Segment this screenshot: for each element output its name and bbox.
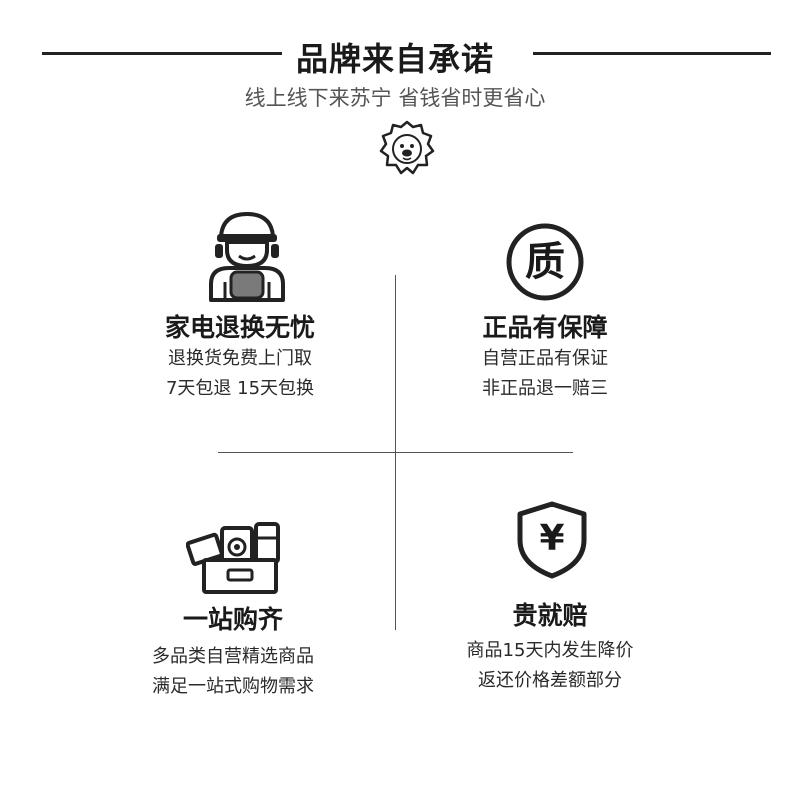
feature-genuine: 正品有保障 自营正品有保证 非正品退一赔三 — [405, 312, 685, 404]
feature-line: 返还价格差额部分 — [478, 670, 622, 691]
page-title: 品牌来自承诺 — [295, 40, 494, 78]
header-line-left — [42, 52, 282, 55]
feature-title: 家电退换无忧 — [164, 313, 315, 342]
feature-line: 商品15天内发生降价 — [466, 640, 634, 661]
feature-line: 自营正品有保证 — [482, 348, 608, 369]
feature-line: 7天包退 15天包换 — [165, 378, 315, 399]
page-subtitle: 线上线下来苏宁 省钱省时更省心 — [244, 86, 546, 110]
feature-line: 满足一站式购物需求 — [152, 676, 314, 697]
horizontal-divider — [218, 452, 573, 453]
quality-badge-icon: 质 — [505, 222, 585, 302]
feature-title: 正品有保障 — [482, 313, 608, 342]
feature-title: 贵就赔 — [512, 601, 588, 630]
yen-glyph: ¥ — [539, 518, 565, 559]
feature-price-protection: 贵就赔 商品15天内发生降价 返还价格差额部分 — [410, 600, 690, 696]
delivery-worker-icon — [205, 210, 289, 304]
feature-line: 非正品退一赔三 — [482, 378, 608, 399]
feature-line: 多品类自营精选商品 — [152, 646, 314, 667]
feature-line: 退换货免费上门取 — [168, 348, 312, 369]
lion-mascot-icon — [375, 118, 439, 180]
yen-shield-icon: ¥ — [514, 500, 590, 580]
feature-return-exchange: 家电退换无忧 退换货免费上门取 7天包退 15天包换 — [100, 312, 380, 404]
feature-one-stop: 一站购齐 多品类自营精选商品 满足一站式购物需求 — [93, 604, 373, 702]
appliances-icon — [186, 522, 286, 596]
feature-title: 一站购齐 — [182, 605, 283, 634]
quality-glyph: 质 — [525, 239, 565, 285]
header-line-right — [533, 52, 771, 55]
